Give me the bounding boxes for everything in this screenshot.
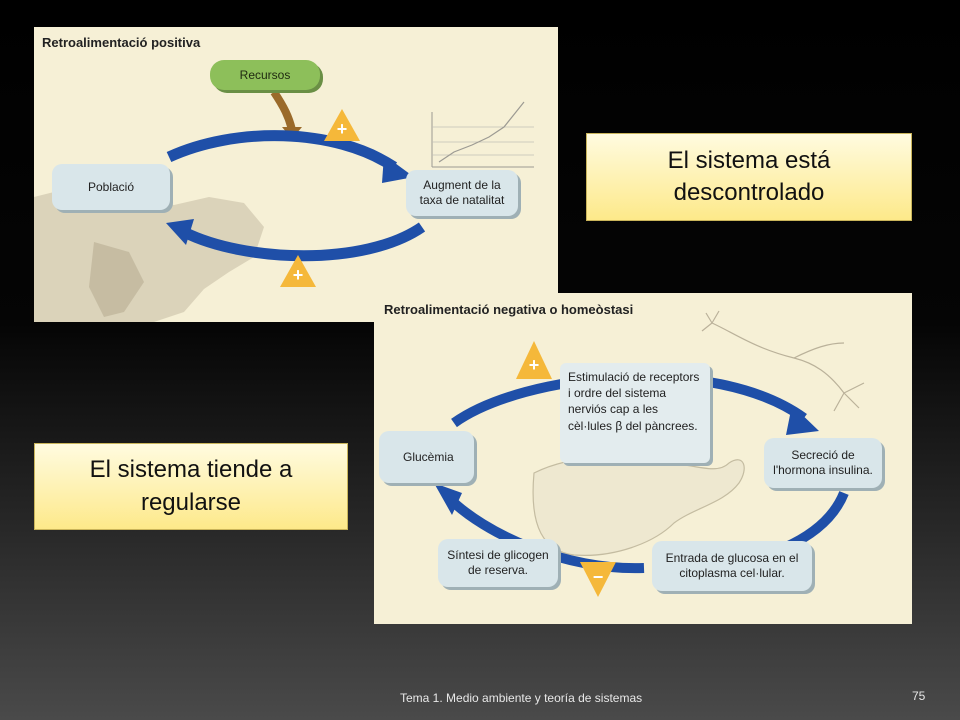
positive-feedback-diagram [34,89,534,322]
callout-regulated: El sistema tiende a regularse [34,443,348,530]
population-node: Població [52,164,170,210]
top-cycle-arrow [166,130,398,172]
stimulation-box: Estimulació de receptors i ordre del sis… [560,363,710,463]
minus-triangle [580,562,616,597]
bottom-cycle-arrow [181,222,426,262]
plus-triangle-top [324,109,360,141]
resources-arrow [270,89,296,131]
positive-feedback-panel: Retroalimentació positiva Recursos Pobla… [34,27,558,322]
minus-sign: − [592,567,604,587]
plus-sign: + [528,355,540,375]
footer-text: Tema 1. Medio ambiente y teoría de siste… [400,691,643,705]
resources-node: Recursos [210,60,320,90]
neuron-sketch [701,310,865,412]
negative-feedback-title: Retroalimentació negativa o homeòstasi [384,302,634,317]
glucemia-node: Glucèmia [379,431,474,483]
page-number: 75 [912,689,926,703]
insulin-node: Secreció de l'hormona insulina. [764,438,882,488]
glucose-entry-node: Entrada de glucosa en el citoplasma cel·… [652,541,812,591]
plus-triangle-bottom [280,255,316,287]
plus-triangle [516,341,552,379]
plus-sign-top: + [336,119,348,139]
growth-chart-graphic [431,101,534,168]
glycogen-node: Síntesi de glicogen de reserva. [438,539,558,587]
callout-uncontrolled: El sistema está descontrolado [586,133,912,221]
birthrate-node: Augment de la taxa de natalitat [406,170,518,216]
negative-feedback-panel: Retroalimentació negativa o homeòstasi G… [374,293,912,624]
plus-sign-bottom: + [292,265,304,285]
positive-feedback-title: Retroalimentació positiva [42,35,201,50]
